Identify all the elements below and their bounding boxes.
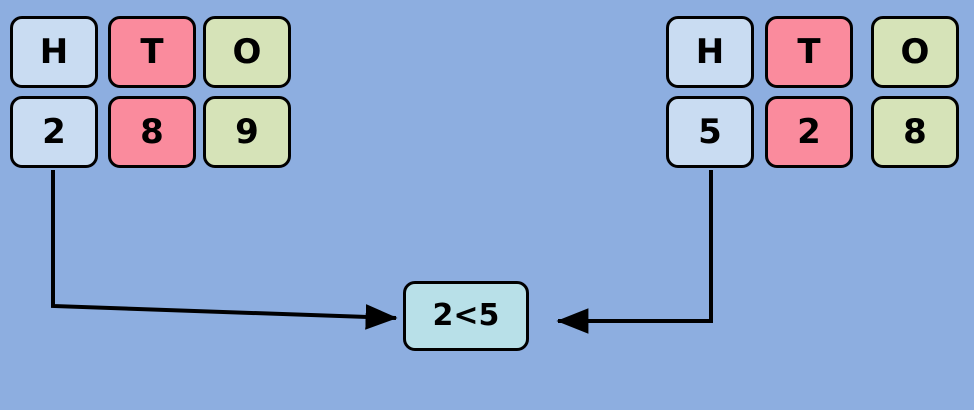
right-header-ones-label: O xyxy=(900,32,930,72)
left-header-ones-label: O xyxy=(232,32,262,72)
right-digit-tens[interactable]: 2 xyxy=(765,96,853,168)
left-header-tens[interactable]: T xyxy=(108,16,196,88)
right-header-tens-label: T xyxy=(797,32,821,72)
right-digit-tens-label: 2 xyxy=(797,112,821,152)
left-digit-tens[interactable]: 8 xyxy=(108,96,196,168)
right-header-hundreds[interactable]: H xyxy=(666,16,754,88)
right-digit-ones-label: 8 xyxy=(903,112,927,152)
right-digit-hundreds[interactable]: 5 xyxy=(666,96,754,168)
left-header-hundreds[interactable]: H xyxy=(10,16,98,88)
right-connector-line xyxy=(556,170,713,334)
left-digit-tens-label: 8 xyxy=(140,112,164,152)
right-header-ones[interactable]: O xyxy=(871,16,959,88)
left-digit-ones[interactable]: 9 xyxy=(203,96,291,168)
right-digit-ones[interactable]: 8 xyxy=(871,96,959,168)
right-header-hundreds-label: H xyxy=(695,32,725,72)
right-header-tens[interactable]: T xyxy=(765,16,853,88)
left-digit-hundreds[interactable]: 2 xyxy=(10,96,98,168)
left-header-tens-label: T xyxy=(140,32,164,72)
left-connector-line xyxy=(51,170,398,330)
comparison-result-label: 2<5 xyxy=(432,298,500,333)
left-digit-ones-label: 9 xyxy=(235,112,259,152)
left-header-ones[interactable]: O xyxy=(203,16,291,88)
right-digit-hundreds-label: 5 xyxy=(698,112,722,152)
left-digit-hundreds-label: 2 xyxy=(42,112,66,152)
left-header-hundreds-label: H xyxy=(39,32,69,72)
comparison-result-box[interactable]: 2<5 xyxy=(403,281,529,351)
